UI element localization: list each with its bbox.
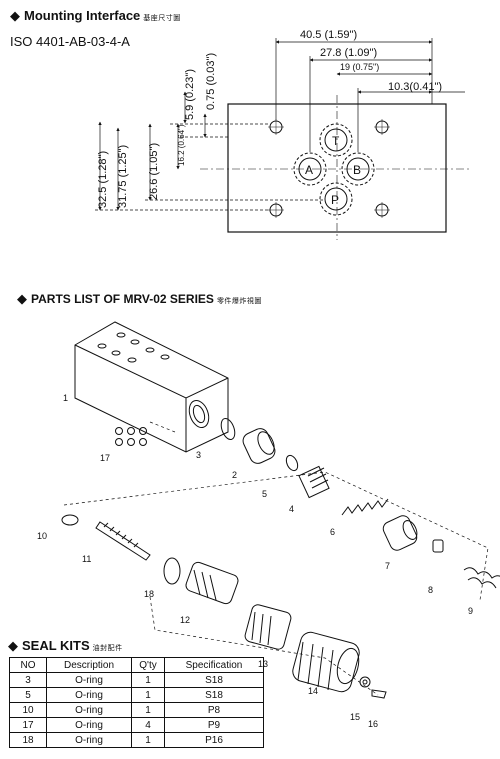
mounting-header: ◆ Mounting Interface 基座尺寸圖 — [10, 8, 181, 24]
mounting-subtitle: 基座尺寸圖 — [143, 15, 181, 22]
diamond-icon: ◆ — [8, 638, 18, 653]
part-label-17: 17 — [100, 453, 110, 463]
part-label-7: 7 — [385, 561, 390, 571]
cell-qty: 4 — [131, 717, 165, 733]
part-label-15: 15 — [350, 712, 360, 722]
table-row: 18 O-ring 1 P16 — [9, 732, 264, 748]
diamond-icon: ◆ — [10, 8, 20, 23]
header-description: Description — [46, 657, 132, 673]
dim-5-9: 5.9 (0.23") — [184, 69, 196, 120]
cell-specification: P9 — [164, 717, 264, 733]
cell-no: 10 — [9, 702, 47, 718]
valve-body — [74, 321, 229, 453]
cell-no: 18 — [9, 732, 47, 748]
dim-31-75: 31.75 (1.25") — [117, 145, 129, 208]
seal-kits-table: NO Description Q'ty Specification 3 O-ri… — [9, 657, 264, 748]
cell-description: O-ring — [46, 732, 132, 748]
part-label-8: 8 — [428, 585, 433, 595]
dim-19: 19 (0.75") — [340, 62, 379, 72]
table-header-row: NO Description Q'ty Specification — [9, 657, 264, 673]
port-a — [298, 157, 322, 181]
dim-32-5: 32.5 (1.28") — [97, 151, 109, 208]
part-label-12: 12 — [180, 615, 190, 625]
part-label-14: 14 — [308, 686, 318, 696]
part-label-6: 6 — [330, 527, 335, 537]
part-label-9: 9 — [468, 606, 473, 616]
dim-26-6: 26.6 (1.05") — [148, 143, 160, 200]
cell-specification: P8 — [164, 702, 264, 718]
part-label-2: 2 — [232, 470, 237, 480]
cell-qty: 1 — [131, 732, 165, 748]
cell-description: O-ring — [46, 702, 132, 718]
mounting-title: Mounting Interface — [24, 8, 141, 23]
mounting-interface-drawing: T A B P 40.5 (1.59") 27.8 (1.09") 19 (0.… — [95, 29, 470, 240]
cell-no: 3 — [9, 672, 47, 688]
table-row: 3 O-ring 1 S18 — [9, 672, 264, 688]
cell-specification: P16 — [164, 732, 264, 748]
parts-title: PARTS LIST OF MRV-02 SERIES — [31, 292, 214, 306]
table-row: 17 O-ring 4 P9 — [9, 717, 264, 733]
cell-description: O-ring — [46, 672, 132, 688]
cell-no: 17 — [9, 717, 47, 733]
parts-header: ◆ PARTS LIST OF MRV-02 SERIES 零件爆炸視圖 — [17, 291, 262, 307]
table-row: 10 O-ring 1 P8 — [9, 702, 264, 718]
cell-no: 5 — [9, 687, 47, 703]
part-label-18: 18 — [144, 589, 154, 599]
part-label-5: 5 — [262, 489, 267, 499]
table-row: 5 O-ring 1 S18 — [9, 687, 264, 703]
parts-subtitle: 零件爆炸視圖 — [216, 298, 262, 305]
port-t-label: T — [332, 134, 340, 148]
seal-subtitle: 油封配件 — [92, 645, 123, 652]
port-p — [324, 187, 348, 211]
port-a-label: A — [305, 163, 313, 177]
part-label-16: 16 — [368, 719, 378, 729]
part-label-4: 4 — [289, 504, 294, 514]
cell-qty: 1 — [131, 702, 165, 718]
diamond-icon: ◆ — [17, 291, 27, 306]
header-no: NO — [9, 657, 47, 673]
cell-specification: S18 — [164, 672, 264, 688]
cell-description: O-ring — [46, 717, 132, 733]
part-label-1: 1 — [63, 393, 68, 403]
part-label-11: 11 — [82, 554, 91, 564]
header-specification: Specification — [164, 657, 264, 673]
port-t — [324, 128, 348, 152]
port-p-label: P — [331, 193, 339, 207]
mounting-plate — [227, 103, 447, 233]
dim-27-8: 27.8 (1.09") — [320, 47, 377, 59]
dim-40-5: 40.5 (1.59") — [300, 29, 357, 41]
port-b-label: B — [353, 163, 361, 177]
part-label-10: 10 — [37, 531, 47, 541]
port-b — [346, 157, 370, 181]
cell-specification: S18 — [164, 687, 264, 703]
seal-header: ◆ SEAL KITS 油封配件 — [8, 638, 123, 654]
iso-standard-label: ISO 4401-AB-03-4-A — [10, 34, 130, 49]
cell-qty: 1 — [131, 672, 165, 688]
dim-16-2: 16.2 (0.64") — [177, 124, 186, 166]
cell-description: O-ring — [46, 687, 132, 703]
dim-10-3: 10.3(0.41") — [388, 81, 442, 93]
seal-title: SEAL KITS — [22, 638, 90, 653]
header-qty: Q'ty — [131, 657, 165, 673]
cell-qty: 1 — [131, 687, 165, 703]
part-label-3: 3 — [196, 450, 201, 460]
dim-0-75: 0.75 (0.03") — [205, 53, 217, 110]
